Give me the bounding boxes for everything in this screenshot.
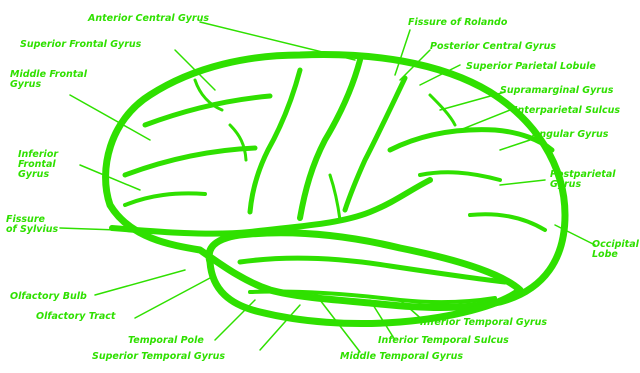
leader-line: [395, 30, 410, 75]
label-superior-parietal-lobule: Superior Parietal Lobule: [466, 62, 596, 72]
label-fissure-of-rolando: Fissure of Rolando: [408, 18, 507, 28]
sylvian-fissure: [112, 180, 430, 234]
postcentral-sulcus: [345, 78, 405, 210]
leader-line: [500, 180, 545, 185]
label-angular-gyrus: Angular Gyrus: [532, 130, 608, 140]
label-superior-temporal-gyrus: Superior Temporal Gyrus: [92, 352, 225, 362]
label-superior-frontal-gyrus: Superior Frontal Gyrus: [20, 40, 141, 50]
leader-line: [135, 278, 210, 318]
interparietal-sulcus-line: [390, 130, 552, 150]
label-occipital-lobe: Occipital Lobe: [592, 240, 639, 260]
label-inferior-temporal-sulcus: Inferior Temporal Sulcus: [378, 336, 509, 346]
leader-line: [500, 140, 530, 150]
label-interparietal-sulcus: Interparietal Sulcus: [514, 106, 620, 116]
leader-line: [440, 92, 505, 110]
label-olfactory-tract: Olfactory Tract: [36, 312, 115, 322]
label-middle-frontal-gyrus: Middle Frontal Gyrus: [10, 70, 87, 90]
label-posterior-central-gyrus: Posterior Central Gyrus: [430, 42, 556, 52]
occipital-sulcus: [470, 214, 545, 230]
label-temporal-pole: Temporal Pole: [128, 336, 204, 346]
label-fissure-of-sylvius: Fissure of Sylvius: [6, 215, 58, 235]
frontal-sulcus-branch: [125, 193, 205, 205]
gyral-stroke: [330, 175, 340, 220]
label-anterior-central-gyrus: Anterior Central Gyrus: [88, 14, 209, 24]
label-olfactory-bulb: Olfactory Bulb: [10, 292, 87, 302]
inferior-frontal-sulcus: [125, 148, 255, 175]
leader-line: [80, 165, 140, 190]
label-postparietal-gyrus: Postparietal Gyrus: [550, 170, 616, 190]
label-supramarginal-gyrus: Supramarginal Gyrus: [500, 86, 613, 96]
gyral-stroke: [230, 125, 246, 160]
label-inferior-temporal-gyrus: Inferior Temporal Gyrus: [420, 318, 547, 328]
label-inferior-frontal-gyrus: Inferior Frontal Gyrus: [18, 150, 58, 180]
leader-line: [460, 110, 510, 130]
label-middle-temporal-gyrus: Middle Temporal Gyrus: [340, 352, 463, 362]
leader-line: [95, 270, 185, 295]
precentral-sulcus: [250, 70, 300, 212]
